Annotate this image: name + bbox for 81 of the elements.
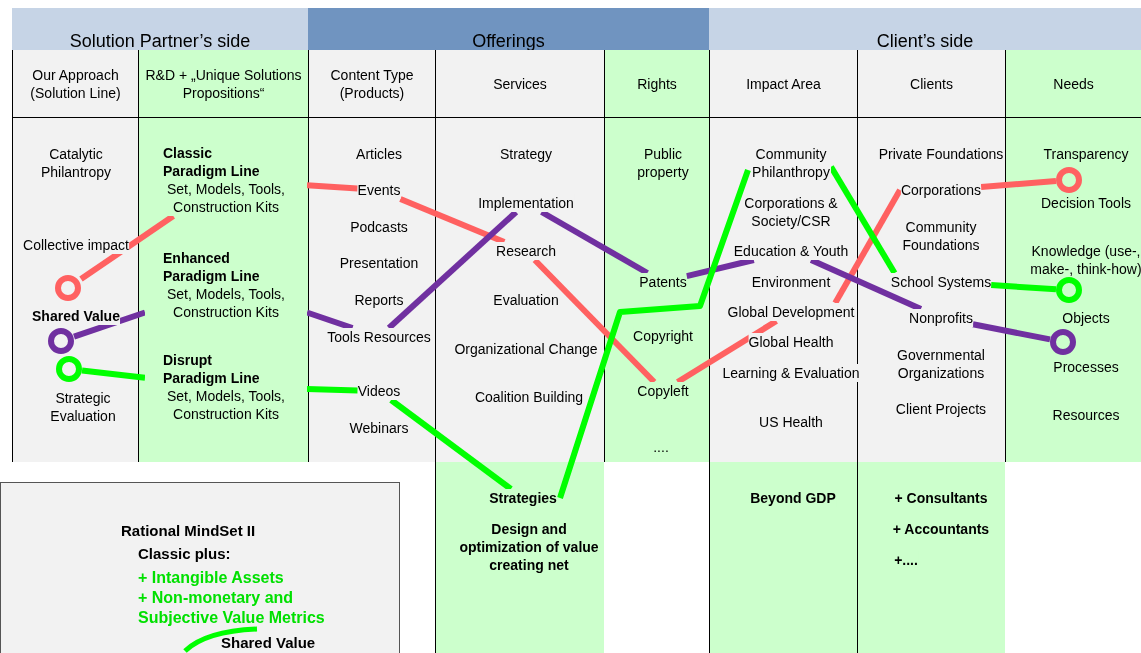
connector-line: [81, 367, 146, 381]
list-item-text: Client Projects: [895, 400, 987, 418]
list-item-text: Collective impact: [23, 236, 129, 254]
section-header-band: Solution Partner’s side: [12, 8, 308, 50]
list-item-text: Knowledge (use-, make-, think-how): [1029, 242, 1141, 278]
list-item-text: Nonprofits: [909, 309, 973, 327]
connector-line: [73, 309, 146, 340]
connector-line: [557, 169, 751, 499]
item-title: Disrupt Paradigm Line: [163, 351, 261, 387]
connector-line: [399, 196, 506, 245]
ring-marker: [56, 356, 82, 382]
connector-line: [540, 209, 649, 276]
connector-line: [306, 386, 358, 394]
list-item-text: Corporations & Society/CSR: [743, 194, 839, 230]
column-header: Rights: [637, 74, 677, 93]
table-column: [1005, 50, 1141, 462]
list-item-text: Copyright: [633, 327, 693, 345]
list-item-text: Research: [496, 242, 556, 260]
table-column: [138, 50, 308, 462]
connector-line: [686, 257, 755, 280]
list-item-text: Coalition Building: [474, 388, 584, 406]
ring-marker: [48, 328, 74, 354]
list-item-text: Strategies: [489, 489, 557, 507]
column-header: R&D + „Unique Solutions Propositions“: [144, 65, 303, 102]
item-description: Set, Models, Tools, Construction Kits: [166, 387, 286, 423]
ring-marker: [1056, 167, 1082, 193]
list-item-text: Education & Youth: [733, 242, 849, 260]
connector-line: [809, 257, 923, 312]
list-item-text: Objects: [1062, 309, 1110, 327]
connector-line: [972, 321, 1051, 343]
table-column: [857, 50, 1005, 653]
list-item-text: Global Development: [727, 303, 855, 321]
list-item-text: Corporations: [900, 181, 982, 199]
note-text: + Non-monetary and Subjective Value Metrics: [138, 588, 326, 628]
list-item-text: Beyond GDP: [750, 489, 836, 507]
list-item-text: Copyleft: [637, 382, 689, 400]
list-item-text: Design and optimization of value creating net: [458, 520, 600, 574]
connector-line: [386, 209, 519, 331]
connector-line: [991, 282, 1057, 293]
connector-line: [79, 213, 175, 282]
connector-line: [828, 165, 898, 275]
list-item-text: Learning & Evaluation: [722, 364, 860, 382]
column-header: Services: [493, 74, 547, 93]
connector-line: [676, 318, 778, 385]
list-item-text: Organizational Change: [454, 340, 598, 358]
item-title: Classic Paradigm Line: [163, 144, 261, 180]
section-header-band: Offerings: [308, 8, 709, 50]
ring-marker: [1056, 277, 1082, 303]
list-item-text: School Systems: [890, 273, 992, 291]
connector-line: [389, 397, 513, 492]
list-item-text: Catalytic Philantropy: [39, 145, 113, 181]
column-header: Needs: [1053, 74, 1094, 93]
ring-marker: [55, 275, 81, 301]
connector-line: [532, 257, 657, 385]
note-text: Classic plus:: [138, 544, 231, 564]
note-text: Shared Value: [221, 633, 316, 653]
connector-line: [980, 178, 1057, 190]
column-header: Content Type (Products): [329, 65, 415, 102]
list-item-text: Implementation: [478, 194, 574, 212]
note-box: [0, 482, 400, 653]
table-column: [435, 50, 604, 653]
item-title: Enhanced Paradigm Line: [163, 249, 261, 285]
list-item-text: Videos: [357, 382, 401, 400]
table-column: [12, 50, 138, 462]
column-header: Our Approach (Solution Line): [29, 65, 122, 102]
list-item-text: Governmental Organizations: [896, 346, 986, 382]
note-text: + Intangible Assets: [138, 568, 284, 588]
note-text: Rational MindSet II: [121, 521, 256, 541]
connector-line: [306, 182, 358, 192]
table-column: [604, 50, 709, 462]
connector-line: [306, 309, 354, 331]
section-header-band: Client’s side: [709, 8, 1141, 50]
column-header: Clients: [910, 74, 953, 93]
column-header: Impact Area: [746, 74, 821, 93]
table-column: [709, 50, 857, 653]
table-column: [308, 50, 435, 462]
item-description: Set, Models, Tools, Construction Kits: [166, 285, 286, 321]
list-item-text: Community Philanthropy: [751, 145, 831, 181]
list-item-text: Shared Value: [32, 307, 120, 325]
item-description: Set, Models, Tools, Construction Kits: [166, 180, 286, 216]
list-item-text: Public property: [636, 145, 690, 181]
